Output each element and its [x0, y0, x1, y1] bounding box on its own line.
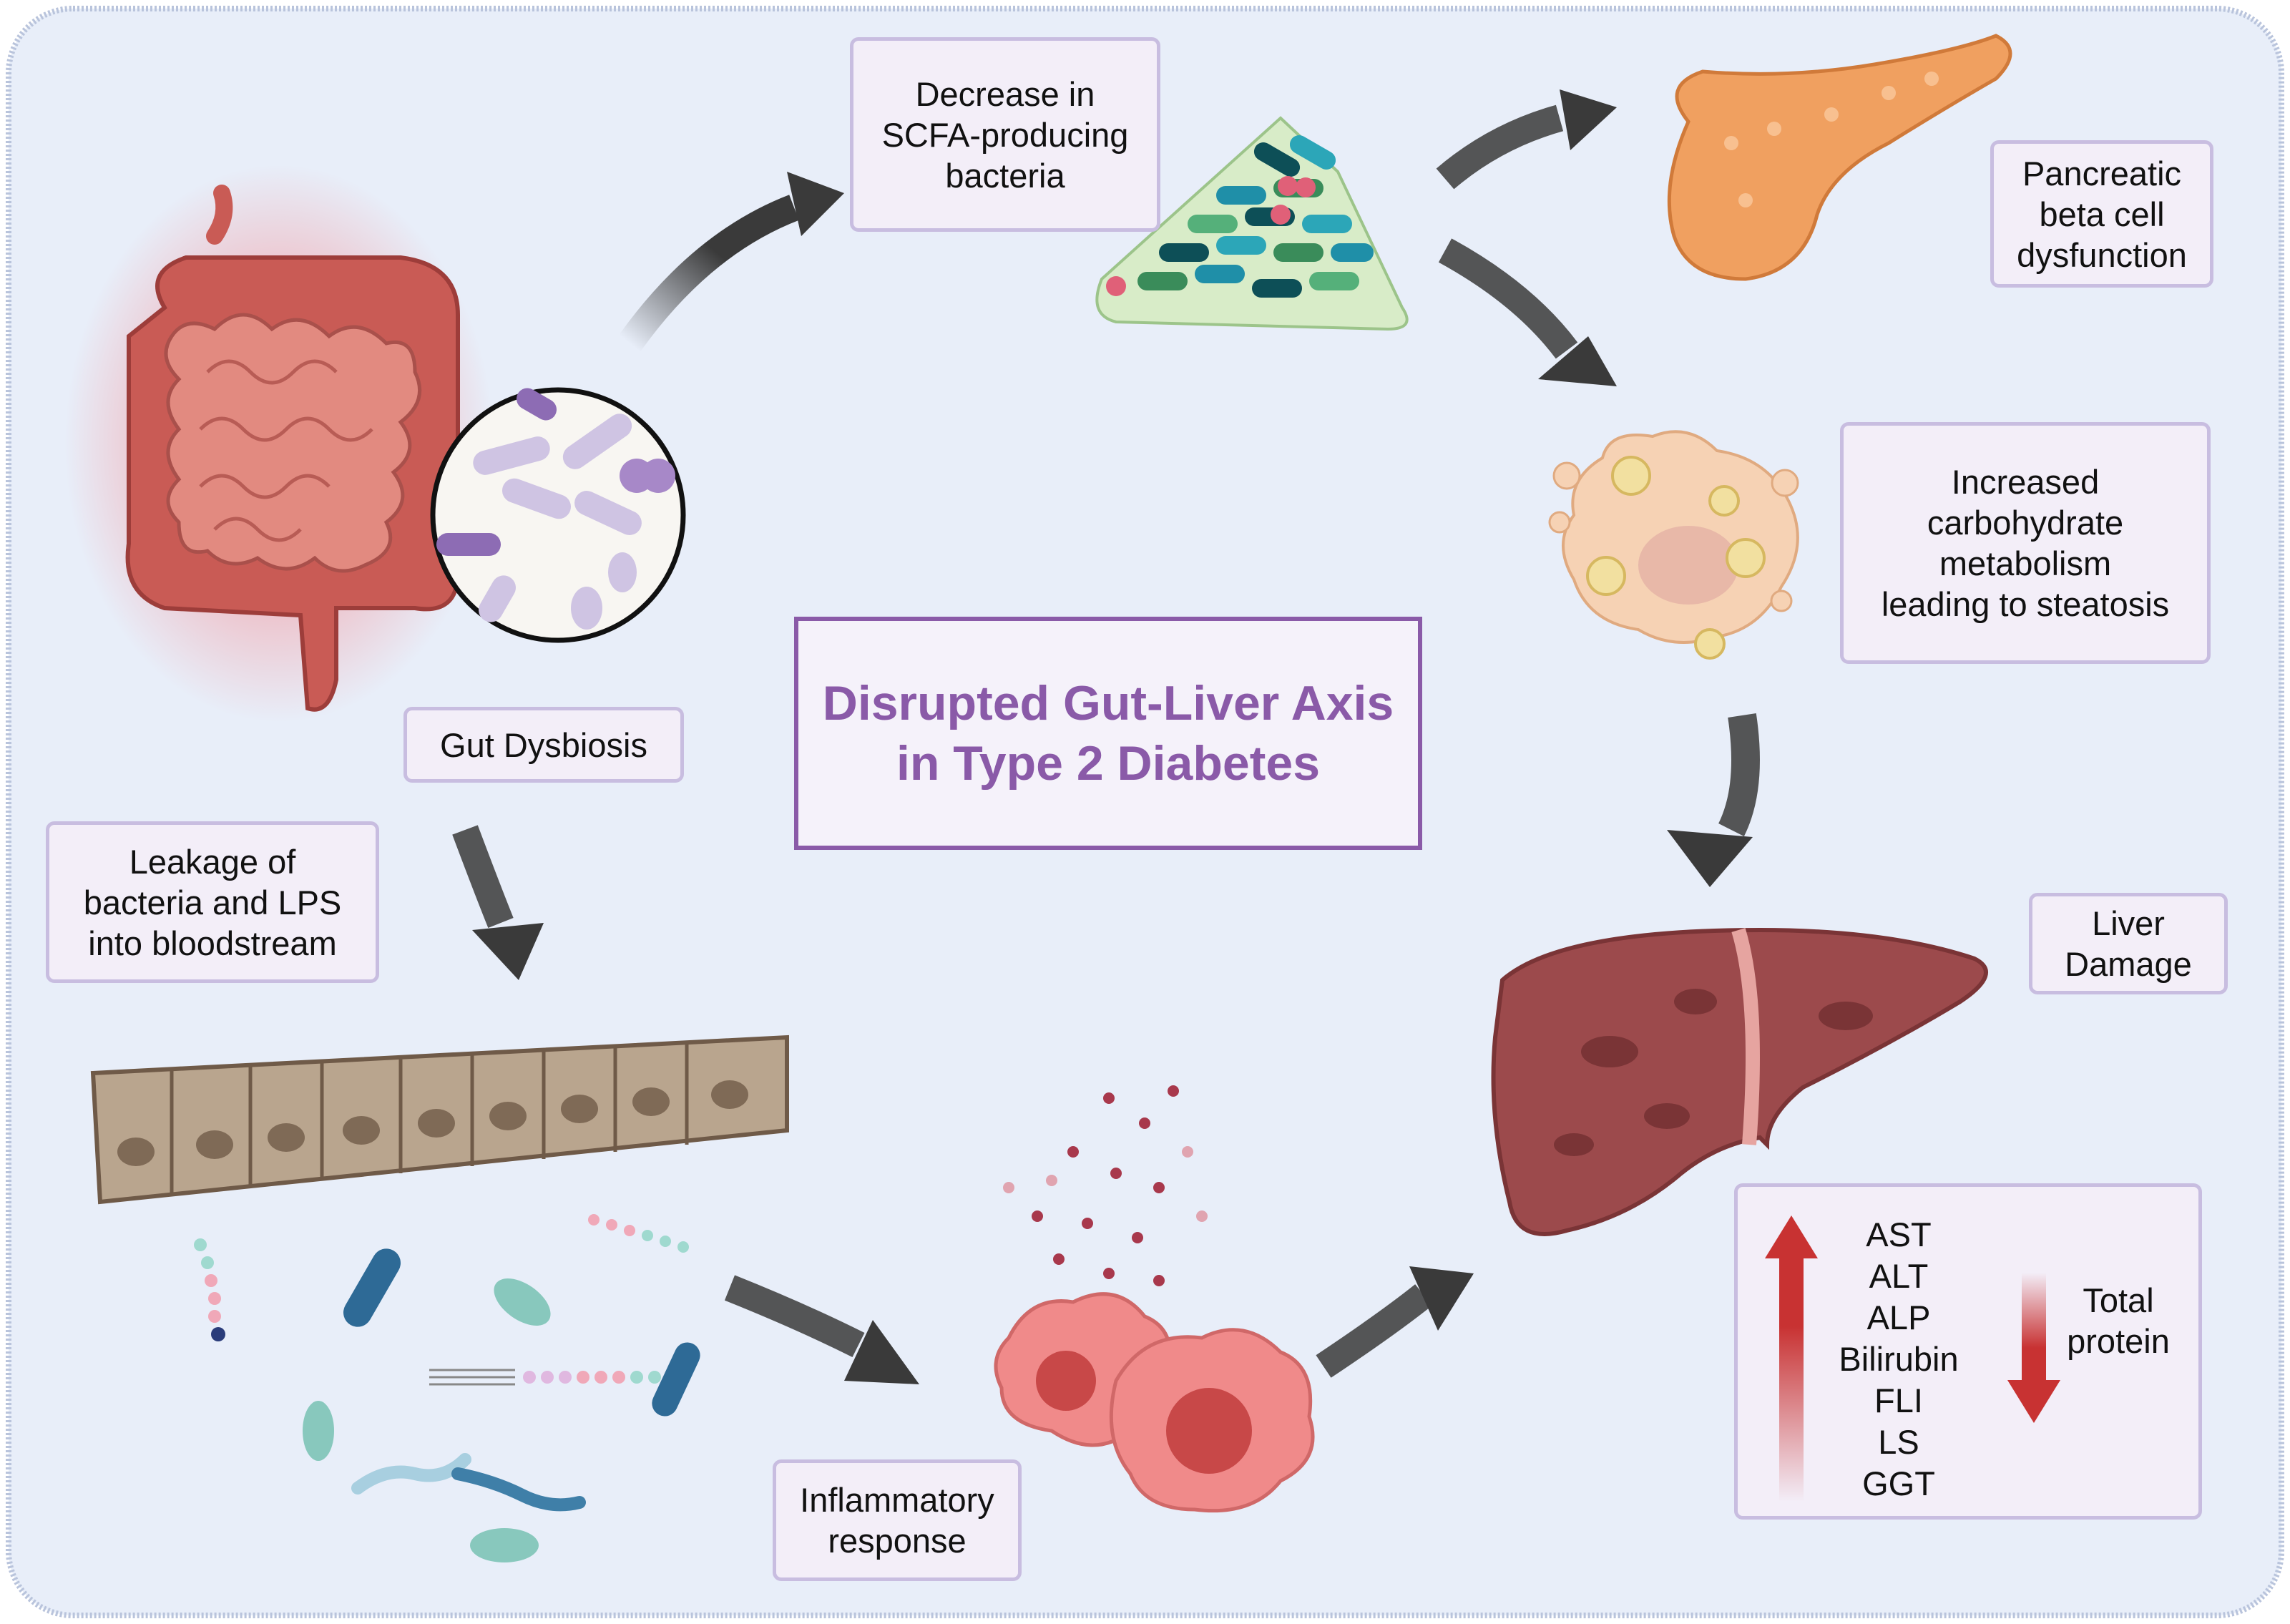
down-arrow-icon: [2007, 1273, 2060, 1423]
label-pancreas: Pancreatic beta cell dysfunction: [2017, 154, 2187, 274]
bacteria-cluster-icon: [1095, 116, 1409, 331]
arrow-inflammation-to-liver: [1316, 1266, 1474, 1378]
marker-total-protein: Total protein: [2067, 1281, 2170, 1360]
arrow-gut-to-scfa: [618, 172, 844, 352]
label-steatosis: Increased carbohydrate metabolism leadin…: [1881, 463, 2170, 623]
flow-arrows: [452, 89, 1760, 1384]
label-leakage: Leakage of bacteria and LPS into bloodst…: [83, 842, 342, 962]
marker-bilirubin: Bilirubin: [1839, 1340, 1959, 1378]
marker-ggt: GGT: [1862, 1464, 1935, 1502]
label-box-liver-damage: Liver Damage: [2029, 893, 2228, 994]
arrow-dysbiosis-to-leakage: [452, 825, 544, 980]
diagram-title: Disrupted Gut-Liver Axis in Type 2 Diabe…: [822, 676, 1394, 791]
label-dysbiosis: Gut Dysbiosis: [440, 725, 647, 764]
label-box-inflammatory: Inflammatory response: [773, 1459, 1022, 1581]
label-box-pancreas: Pancreatic beta cell dysfunction: [1990, 140, 2213, 288]
label-box-dysbiosis: Gut Dysbiosis: [403, 707, 684, 783]
label-inflammatory: Inflammatory response: [800, 1481, 994, 1560]
liver-icon: [1491, 927, 1988, 1236]
label-box-leakage: Leakage of bacteria and LPS into bloodst…: [46, 821, 379, 983]
pancreas-icon: [1667, 34, 2012, 281]
marker-alp: ALP: [1866, 1298, 1931, 1336]
marker-ls: LS: [1878, 1423, 1919, 1461]
immune-cell-icon: [994, 1292, 1315, 1513]
gut-bacteria-icon: [303, 1248, 700, 1562]
diagram-title-box: Disrupted Gut-Liver Axis in Type 2 Diabe…: [794, 617, 1422, 850]
arrow-steatosis-to-liver: [1667, 713, 1760, 887]
bacteria-magnifier-icon: [430, 387, 686, 643]
liver-markers-box: AST ALT ALP Bilirubin FLI LS GGT Total p…: [1734, 1183, 2202, 1520]
label-box-steatosis: Increased carbohydrate metabolism leadin…: [1840, 422, 2211, 664]
marker-alt: ALT: [1869, 1257, 1929, 1295]
arrow-scfa-to-steatosis: [1438, 238, 1617, 386]
arrow-bacteria-to-inflammation: [724, 1275, 919, 1384]
label-liver-damage: Liver Damage: [2065, 904, 2192, 983]
label-box-scfa: Decrease in SCFA-producing bacteria: [850, 37, 1160, 232]
marker-ast: AST: [1866, 1215, 1932, 1253]
fat-cell-icon: [1548, 430, 1799, 660]
label-scfa: Decrease in SCFA-producing bacteria: [881, 74, 1129, 195]
marker-arrows: [1765, 1215, 2060, 1502]
intestine-icon: [64, 165, 494, 723]
epithelium-icon: [90, 1034, 789, 1205]
marker-fli: FLI: [1874, 1381, 1923, 1419]
up-arrow-icon: [1765, 1215, 1818, 1502]
lps-molecule-icon: [194, 1214, 689, 1386]
cytokine-dots-icon: [1003, 1085, 1208, 1286]
arrow-scfa-to-pancreas: [1436, 89, 1617, 190]
